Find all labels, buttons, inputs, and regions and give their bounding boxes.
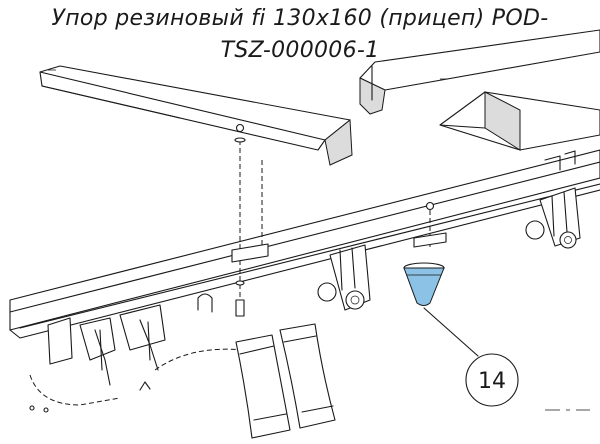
drawing-title-line2: TSZ-000006-1 [220, 38, 380, 63]
u-bolt [197, 293, 213, 313]
spring-hanger-left [317, 244, 371, 311]
assembly-guide-lines [29, 348, 246, 413]
spring-hanger-right [525, 187, 581, 249]
leaf-spring-left [235, 334, 291, 439]
upper-left-cross-member [39, 65, 353, 166]
drawing-title-line1: Упор резиновый fi 130x160 (прицеп) POD- [51, 6, 549, 31]
leaf-spring-right [279, 323, 336, 429]
upper-right-cross-member [359, 29, 600, 151]
main-frame-beam [9, 149, 600, 339]
center-marks [48, 69, 590, 411]
left-end-brackets [47, 304, 166, 386]
rubber-stop-part[interactable] [403, 262, 445, 306]
bolt-assembly-center [231, 123, 269, 317]
small-tabs-right [544, 150, 576, 171]
callout-14: 14 [423, 307, 519, 407]
callout-label: 14 [478, 369, 506, 394]
bolt-assembly-stop [413, 201, 447, 250]
